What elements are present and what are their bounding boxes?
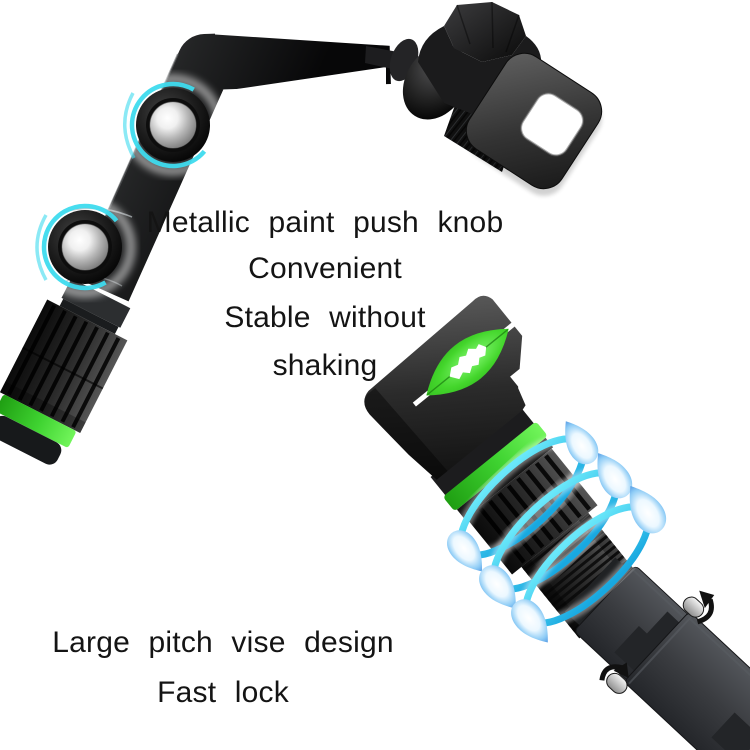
head-lower-face: [364, 387, 448, 480]
vise-note-line1: Large pitch vise design: [52, 626, 394, 659]
lock-slit: [412, 390, 431, 407]
vise-note-line2: Fast lock: [157, 676, 289, 709]
swivel-arm: [0, 8, 408, 465]
push-knob-note-line1: Metallic paint push knob: [146, 206, 504, 239]
cap-facets: [456, 1, 520, 53]
knob-glow-ring-icon: [129, 81, 217, 169]
push-knob-note-line4: shaking: [272, 349, 378, 382]
hex-cap: [444, 2, 526, 62]
mirror-clamp-assembly: [365, 1, 603, 196]
push-knob-note-line2: Convenient: [248, 252, 402, 285]
knob-metal-face: [150, 102, 196, 148]
latch-arrow-icon: [599, 664, 623, 681]
arm-tube: [77, 28, 391, 302]
link-rod: [365, 46, 398, 70]
head-step-notch: [510, 360, 541, 390]
shaft-section: [625, 613, 750, 750]
lens-highlight: [449, 344, 487, 380]
clamp-plate: [465, 52, 603, 196]
knob-swirl-icon: [123, 92, 136, 159]
neck: [430, 405, 536, 498]
knob-halo: [34, 196, 136, 298]
knob-halo: [122, 74, 224, 176]
grip-tip: [0, 415, 62, 465]
latch-clip: [682, 590, 715, 625]
plate-hole: [521, 93, 584, 156]
knob-flutes: [7, 304, 121, 429]
rotation-arrows-icon: [440, 413, 673, 652]
push-knob-note-line3: Stable without: [224, 301, 426, 334]
knob-glow-ring-icon: [41, 203, 129, 291]
shaft-joint: [614, 611, 688, 671]
arm-taper-top: [215, 8, 408, 47]
push-knob-lower: [34, 196, 136, 298]
arm-lock-grip: [0, 278, 131, 465]
grip-step: [59, 298, 119, 335]
lock-slit: [503, 315, 524, 333]
knob-metal-face: [62, 224, 108, 270]
green-ring-indicator: [444, 422, 547, 510]
green-ring-indicator: [0, 395, 76, 448]
arm-taper-bottom: [230, 67, 386, 135]
latch-clip: [599, 662, 629, 694]
push-knob-upper: [122, 74, 224, 176]
knob-swirl-icon: [35, 214, 48, 281]
latch-arrow-icon: [696, 598, 714, 625]
